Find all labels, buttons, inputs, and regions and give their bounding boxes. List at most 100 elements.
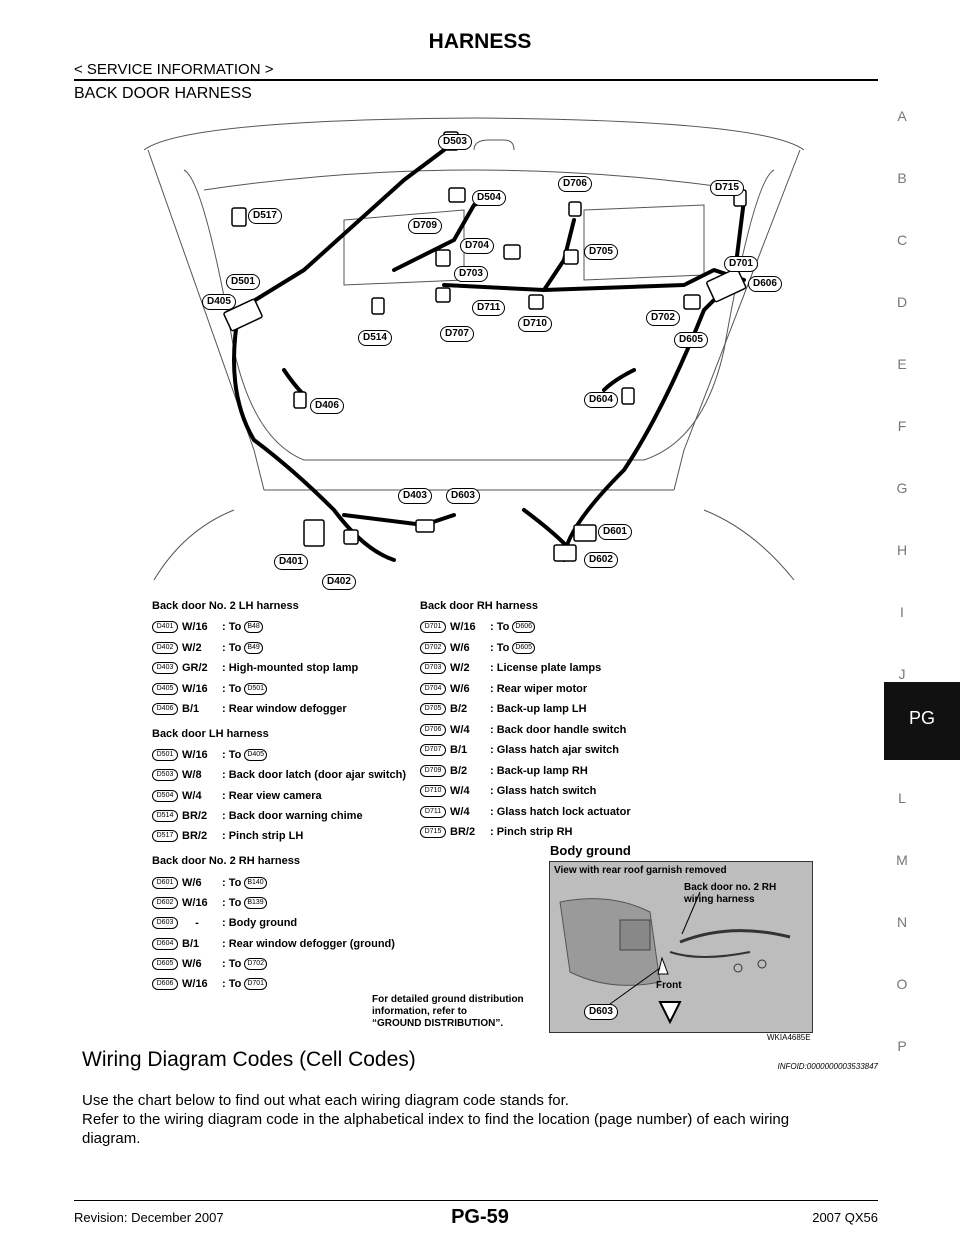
connector-code: D504 [152, 790, 178, 803]
wire-spec: W/16 [182, 978, 208, 990]
body-text: diagram. [82, 1130, 141, 1147]
index-letter[interactable]: C [896, 232, 908, 248]
footer-rule [74, 1200, 878, 1201]
connector-ref: B48 [244, 621, 263, 634]
connector-description: : Rear window defogger [222, 703, 347, 715]
connector-code: D402 [152, 642, 178, 655]
wire-spec: W/6 [182, 877, 202, 889]
connector-code: D602 [152, 897, 178, 910]
index-letter[interactable]: B [897, 170, 907, 186]
connector-code: D606 [152, 978, 178, 991]
connector-code: D605 [152, 958, 178, 971]
index-letter[interactable]: A [897, 108, 907, 124]
index-tab-active[interactable]: PG [884, 682, 960, 760]
connector-callout: D514 [358, 330, 392, 346]
legend-heading: Back door No. 2 RH harness [152, 855, 300, 867]
wire-spec: W/6 [450, 683, 470, 695]
connector-callout: D703 [454, 266, 488, 282]
connector-code: D401 [152, 621, 178, 634]
wire-spec: W/16 [450, 621, 476, 633]
connector-description: : To [490, 642, 510, 654]
wire-spec: GR/2 [182, 662, 208, 674]
wire-spec: B/2 [450, 765, 468, 777]
connector-callout: D602 [584, 552, 618, 568]
body-text: Refer to the wiring diagram code in the … [82, 1111, 790, 1128]
wire-spec: W/4 [182, 790, 202, 802]
ground-note: information, refer to [372, 1006, 468, 1017]
legend-row: D603-: Body ground [152, 916, 297, 930]
photo-caption: View with rear roof garnish removed [554, 865, 727, 876]
connector-ref: B139 [244, 897, 267, 910]
index-letter[interactable]: O [896, 976, 908, 992]
index-letter[interactable]: D [896, 294, 908, 310]
connector-code: D710 [420, 785, 446, 798]
wire-spec: B/1 [450, 744, 468, 756]
connector-description: : To [490, 621, 510, 633]
connector-callout: D601 [598, 524, 632, 540]
connector-callout: D405 [202, 294, 236, 310]
index-letter[interactable]: I [900, 604, 904, 620]
body-text: Use the chart below to find out what eac… [82, 1092, 569, 1109]
connector-description: : To [222, 621, 242, 633]
connector-code: D703 [420, 662, 446, 675]
photo-label: Back door no. 2 RH [684, 882, 777, 893]
connector-ref: D701 [244, 978, 268, 991]
connector-description: : High-mounted stop lamp [222, 662, 359, 674]
index-letter[interactable]: G [896, 480, 908, 496]
legend-heading: Back door LH harness [152, 728, 269, 740]
connector-callout: D603 [446, 488, 480, 504]
connector-description: : Back-up lamp LH [490, 703, 587, 715]
connector-callout: D401 [274, 554, 308, 570]
wire-spec: B/1 [182, 703, 200, 715]
wire-spec: W/6 [182, 958, 202, 970]
index-letter[interactable]: H [896, 542, 908, 558]
wire-spec: W/2 [450, 662, 470, 674]
connector-callout: D709 [408, 218, 442, 234]
index-letter[interactable]: M [896, 852, 908, 868]
index-letter[interactable]: L [898, 790, 906, 806]
wire-spec: BR/2 [182, 810, 208, 822]
connector-callout: D711 [472, 300, 506, 316]
connector-callout: D705 [584, 244, 618, 260]
connector-description: : Body ground [222, 917, 298, 929]
connector-description: : To [222, 749, 242, 761]
wire-spec: W/16 [182, 897, 208, 909]
connector-code: D517 [152, 830, 178, 843]
wire-spec: - [195, 917, 199, 929]
harness-diagram: D503 D504 D706 D715 D517 D709 D704 D705 … [144, 110, 804, 590]
wire-spec: W/4 [450, 785, 470, 797]
connector-code: D711 [420, 806, 446, 819]
index-letter[interactable]: J [898, 666, 906, 682]
connector-ref: D501 [244, 683, 268, 696]
legend-row: D711 W/4 : Glass hatch lock actuator [420, 805, 631, 819]
connector-code: D406 [152, 703, 178, 716]
connector-code: D709 [420, 765, 446, 778]
wire-spec: B/1 [182, 938, 200, 950]
index-letter[interactable]: N [896, 914, 908, 930]
wire-spec: W/2 [182, 642, 202, 654]
connector-description: : To [222, 978, 242, 990]
wire-spec: W/4 [450, 806, 470, 818]
connector-description: : Pinch strip RH [490, 826, 573, 838]
connector-code: D701 [420, 621, 446, 634]
connector-callout: D501 [226, 274, 260, 290]
wire-spec: W/8 [182, 769, 202, 781]
index-letter[interactable]: P [897, 1038, 907, 1054]
index-letter[interactable]: F [897, 418, 907, 434]
figure-code: WKIA4685E [767, 1033, 811, 1042]
connector-description: : Glass hatch lock actuator [490, 806, 631, 818]
index-letter[interactable]: E [897, 356, 907, 372]
connector-code: D604 [152, 938, 178, 951]
connector-callout: D606 [748, 276, 782, 292]
connector-callout: D406 [310, 398, 344, 414]
connector-callout: D517 [248, 208, 282, 224]
